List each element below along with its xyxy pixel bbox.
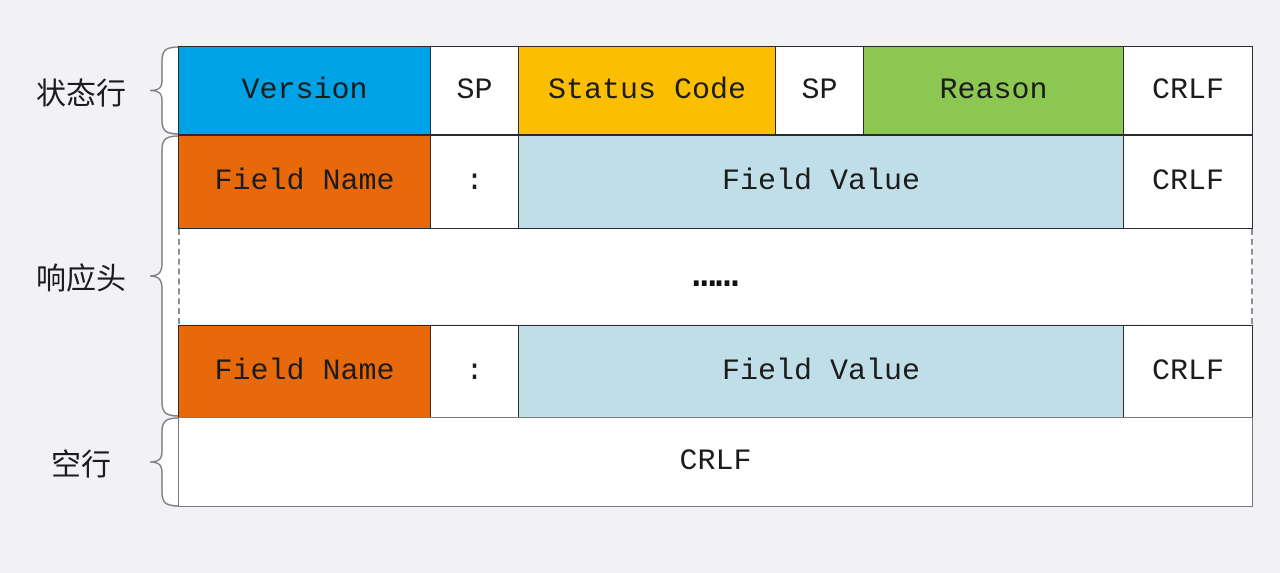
cell-sp-1: SP [430, 46, 519, 135]
cell-field-name-2: Field Name [178, 325, 431, 418]
brace-blank-line-icon [149, 417, 179, 507]
label-blank-line: 空行 [51, 449, 111, 482]
cell-sp-2: SP [775, 46, 864, 135]
cell-version: Version [178, 46, 431, 135]
cell-crlf-status-line: CRLF [1123, 46, 1253, 135]
cell-crlf-header-2: CRLF [1123, 325, 1253, 418]
row-ellipsis: …… [178, 229, 1253, 324]
label-response-headers: 响应头 [36, 263, 126, 296]
cell-colon-2: : [430, 325, 519, 418]
cell-reason: Reason [863, 46, 1124, 135]
cell-field-value-2: Field Value [518, 325, 1124, 418]
label-status-line: 状态行 [36, 77, 126, 111]
brace-status-line-icon [149, 46, 179, 135]
cell-status-code: Status Code [518, 46, 776, 135]
cell-crlf-header-1: CRLF [1123, 135, 1253, 229]
cell-colon-1: : [430, 135, 519, 229]
cell-field-value-1: Field Value [518, 135, 1124, 229]
row-blank-line-crlf: CRLF [178, 417, 1253, 507]
cell-field-name-1: Field Name [178, 135, 431, 229]
brace-response-headers-icon [149, 135, 179, 417]
